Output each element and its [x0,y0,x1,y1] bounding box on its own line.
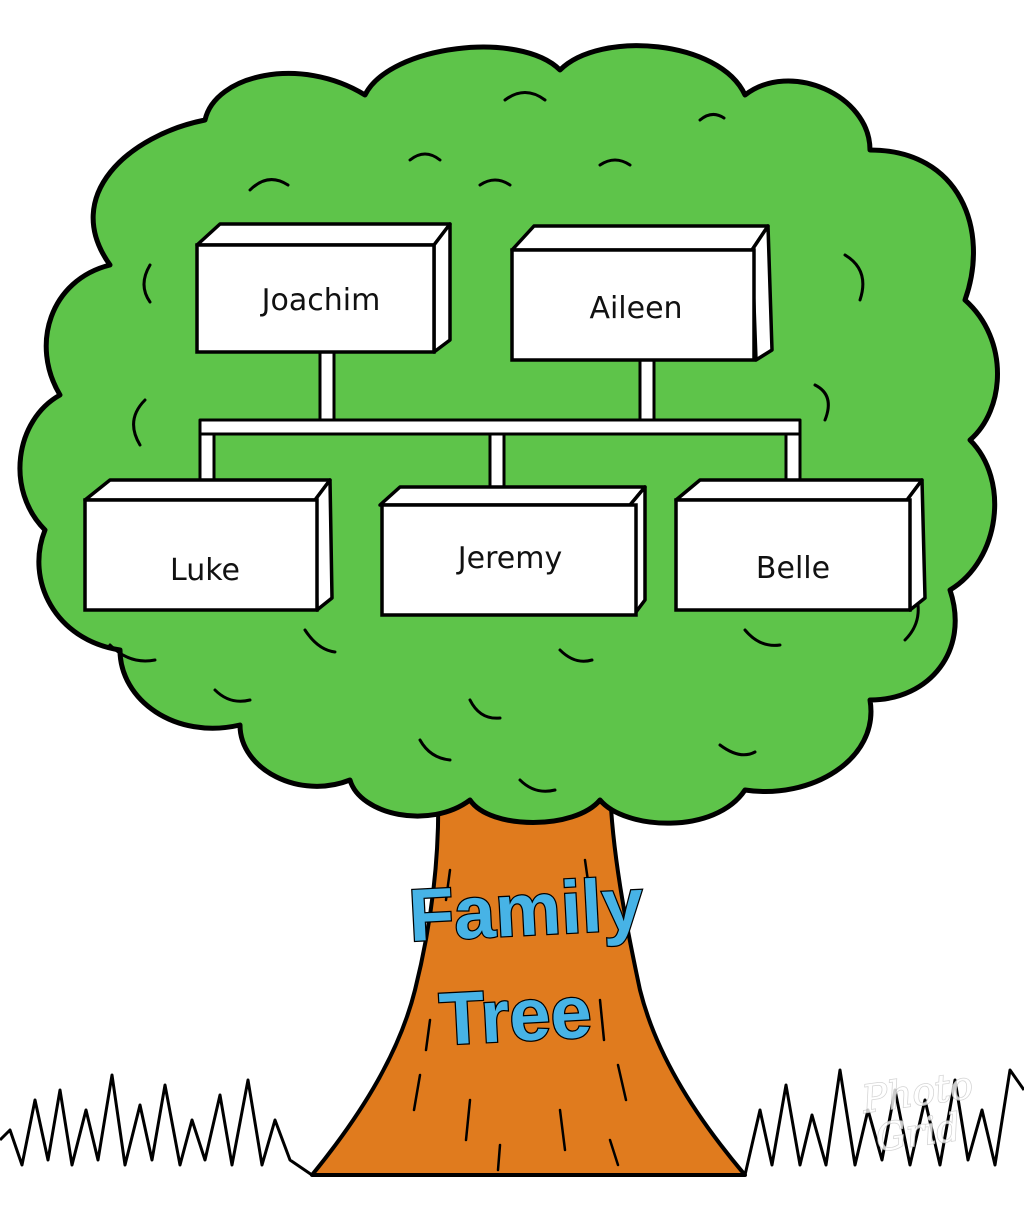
connector-horizontal-bar [198,418,802,436]
parent-name-aileen: Aileen [589,291,682,326]
child-box-belle: Belle [674,478,927,612]
parent-name-joachim: Joachim [260,283,381,318]
connector-jeremy [488,432,506,492]
child-name-luke: Luke [170,553,240,588]
title-line-tree: Tree [437,970,593,1061]
connector-aileen [638,356,656,422]
child-box-luke: Luke [83,478,334,612]
parent-box-aileen: Aileen [510,224,774,362]
leaf-marks [108,91,920,793]
child-name-jeremy: Jeremy [456,541,562,576]
connector-belle [784,432,802,487]
child-box-jeremy: Jeremy [378,485,647,617]
parent-box-joachim: Joachim [195,222,452,354]
title-line-family: Family [407,862,645,957]
connector-joachim [318,350,336,422]
trunk-title: Family Tree [405,861,646,1062]
child-name-belle: Belle [756,551,830,586]
grass [0,1068,1024,1177]
bark-marks [412,858,628,1172]
photogrid-watermark: Photo Grid [858,1062,977,1161]
